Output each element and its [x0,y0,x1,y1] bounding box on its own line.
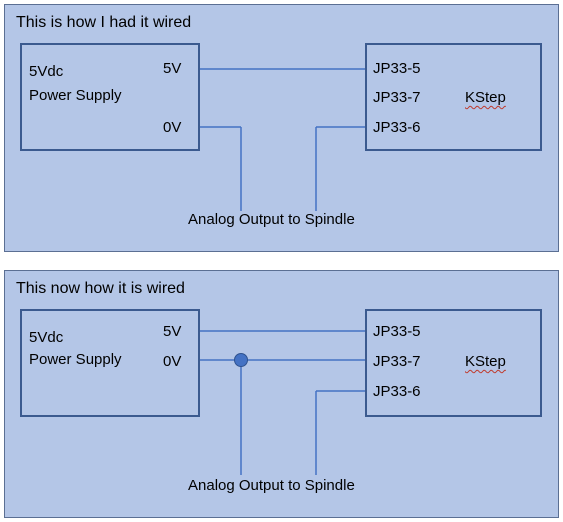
kstep-box [365,309,542,417]
pin-0v-label: 0V [163,353,182,370]
wires [200,330,365,475]
kstep-label: KStep [465,353,506,370]
pin-jp33-7-label: JP33-7 [373,353,421,370]
pin-0v-label: 0V [163,119,182,136]
pin-jp33-6-label: JP33-6 [373,119,421,136]
wires [200,68,365,211]
kstep-box [365,43,542,151]
diagram-title: This now how it is wired [16,280,185,297]
diagram-title: This is how I had it wired [16,14,192,31]
pin-jp33-6-label: JP33-6 [373,383,421,400]
power-supply-box [20,43,200,151]
wiring-diagram-after: This now how it is wired 5Vdc Power Supp… [4,270,559,518]
power-supply-label-line1: 5Vdc [29,329,64,346]
pin-jp33-7-label: JP33-7 [373,89,421,106]
pin-jp33-5-label: JP33-5 [373,323,421,340]
power-supply-label-line1: 5Vdc [29,63,64,80]
pin-5v-label: 5V [163,60,182,77]
pin-5v-label: 5V [163,323,182,340]
power-supply-box [20,309,200,417]
wiring-diagram-before: This is how I had it wired 5Vdc Power Su… [4,4,559,252]
power-supply-label-line2: Power Supply [29,351,122,368]
pin-jp33-5-label: JP33-5 [373,60,421,77]
analog-output-label: Analog Output to Spindle [188,211,355,228]
power-supply-label-line2: Power Supply [29,87,122,104]
junction-dot [234,353,248,367]
kstep-label: KStep [465,89,506,106]
analog-output-label: Analog Output to Spindle [188,477,355,494]
